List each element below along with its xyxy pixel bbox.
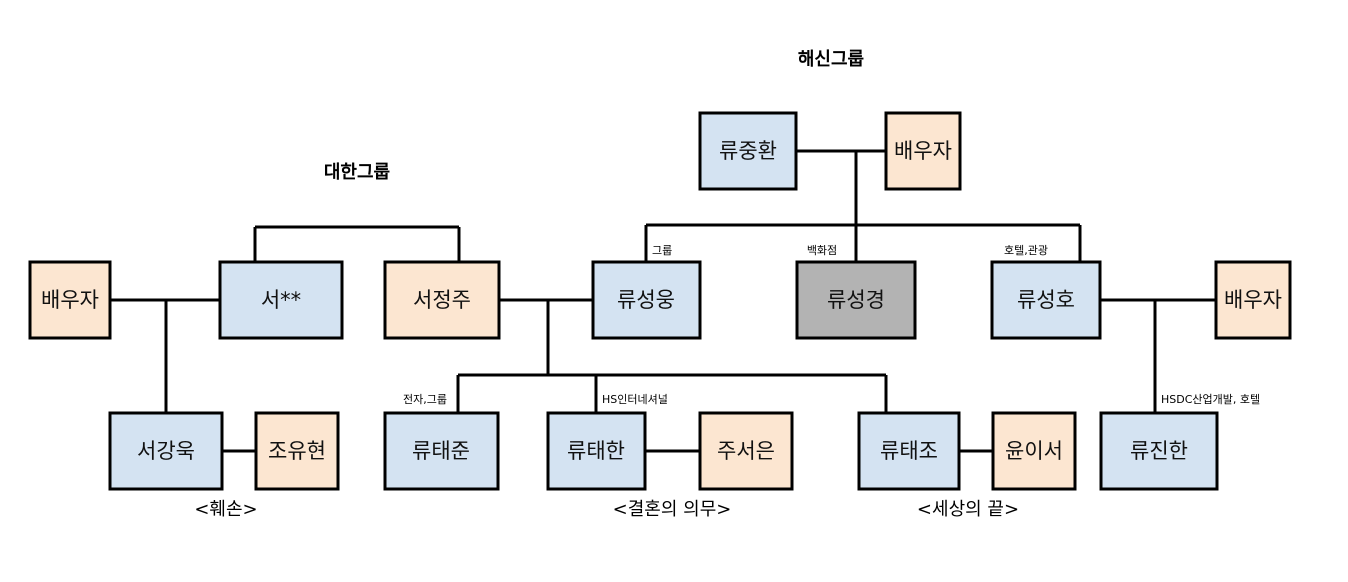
node-ryu-seonggyeong: 류성경 (795, 260, 917, 340)
node-label: 서** (261, 288, 301, 312)
node-label: 류태준 (412, 439, 470, 463)
edge-label-seongwoong: 그룹 (652, 244, 672, 257)
node-haesin-spouse: 배우자 (884, 111, 962, 191)
node-ryu-seongwoong: 류성웅 (591, 260, 702, 340)
caption-marriage-duty: <결혼의 의무> (613, 499, 732, 520)
edge-label-taehan: HS인터네셔널 (602, 393, 668, 406)
node-label: 배우자 (1224, 288, 1282, 312)
node-label: 조유현 (268, 439, 326, 463)
node-seo-jeongju: 서정주 (383, 260, 501, 340)
edge-label-taejun: 전자,그룹 (403, 393, 447, 406)
node-jo-yuhyeon: 조유현 (254, 411, 340, 491)
node-yun-iseo: 윤이서 (991, 411, 1077, 491)
node-label: 류진한 (1130, 439, 1188, 463)
node-ryu-taejo: 류태조 (857, 411, 961, 491)
node-daehan-spouse: 배우자 (28, 260, 112, 340)
node-label: 주서은 (717, 439, 775, 463)
connector-lines (110, 149, 1216, 453)
node-label: 류태한 (567, 439, 625, 463)
node-label: 서정주 (413, 288, 471, 312)
node-label: 서강욱 (137, 439, 195, 463)
node-label: 배우자 (894, 139, 952, 163)
node-ju-seoeun: 주서은 (698, 411, 794, 491)
node-seongho-spouse: 배우자 (1214, 260, 1292, 340)
edge-label-jinhan: HSDC산업개발, 호텔 (1161, 393, 1260, 406)
node-ryu-taejun: 류태준 (383, 411, 500, 491)
title-haesin-group: 해신그룹 (798, 49, 864, 70)
node-label: 류중환 (719, 139, 777, 163)
node-seo-xx: 서** (218, 260, 344, 340)
edge-label-seonggyeong: 백화점 (807, 244, 837, 257)
node-label: 류성웅 (617, 288, 675, 312)
node-ryu-seongho: 류성호 (990, 260, 1102, 340)
node-ryu-taehan: 류태한 (546, 411, 647, 491)
node-ryu-jinhan: 류진한 (1099, 411, 1219, 491)
node-label: 윤이서 (1005, 439, 1063, 463)
node-label: 류성경 (827, 288, 885, 312)
caption-damage: <훼손> (194, 499, 257, 520)
node-label: 배우자 (41, 288, 99, 312)
node-seo-kanguk: 서강욱 (108, 411, 224, 491)
node-label: 류태조 (880, 439, 938, 463)
title-daehan-group: 대한그룹 (324, 162, 390, 183)
edge-label-seongho: 호텔,관광 (1004, 244, 1048, 257)
node-label: 류성호 (1017, 288, 1075, 312)
node-ryu-junghwan: 류중환 (698, 111, 798, 191)
caption-world-end: <세상의 끝> (917, 499, 1019, 520)
family-member-nodes: 류중환 배우자 류성웅 류성경 류성호 배우자 배우자 서** (28, 111, 1292, 491)
